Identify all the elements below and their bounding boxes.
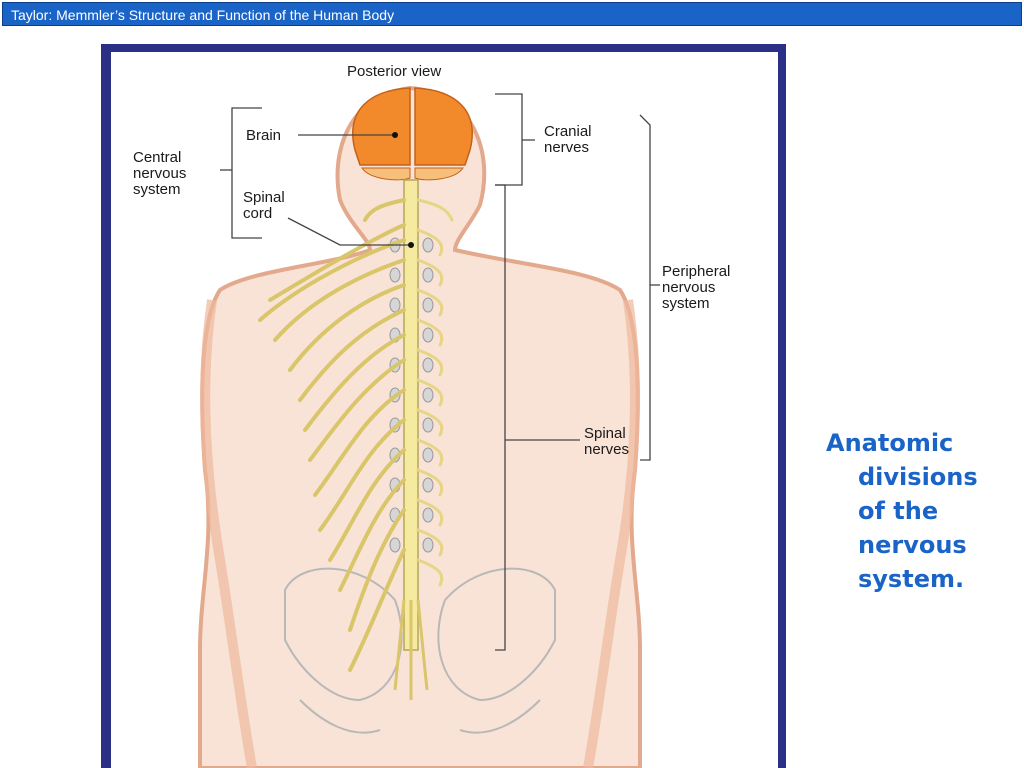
- spinal-nerves-label: nerves: [584, 441, 629, 458]
- left-arm-edge: [200, 299, 257, 768]
- brain-dot: [392, 132, 398, 138]
- hip-bone: [299, 699, 381, 734]
- spinal-cord-label: cord: [243, 205, 272, 222]
- pns-bracket: [639, 114, 651, 461]
- slide-header: Taylor: Memmler’s Structure and Function…: [0, 0, 1024, 32]
- pns-label: Peripheral: [662, 263, 730, 280]
- header-bar: Taylor: Memmler’s Structure and Function…: [2, 2, 1022, 26]
- cauda-equina: [393, 599, 429, 700]
- cns-bracket: [231, 107, 262, 239]
- caption-line: of the: [858, 497, 939, 525]
- caption-line: system.: [858, 565, 965, 593]
- pelvis-bone: [437, 567, 556, 702]
- caption-line: Anatomic: [826, 429, 954, 457]
- spinal-cord-dot: [408, 242, 414, 248]
- cns-label: system: [133, 181, 181, 198]
- spinal-cord-leader: [287, 217, 410, 246]
- cranial-bracket: [495, 93, 523, 186]
- brain: [352, 87, 473, 181]
- slide-title: Taylor: Memmler’s Structure and Function…: [11, 7, 395, 23]
- caption-line: divisions: [858, 463, 978, 491]
- cranial-nerves-label: nerves: [544, 139, 589, 156]
- brain-label: Brain: [246, 127, 281, 144]
- spinal-cord: [403, 179, 419, 651]
- spinal-nerves-left: [258, 198, 406, 672]
- spinal-nerves-right: [416, 198, 454, 587]
- cns-label: Central: [133, 149, 181, 166]
- cranial-nerves-label: Cranial: [544, 123, 592, 140]
- caption-line: nervous: [858, 531, 967, 559]
- spinal-cord-label: Spinal: [243, 189, 285, 206]
- right-arm-edge: [583, 299, 640, 768]
- spinal-nerves-bracket: [495, 184, 506, 651]
- pns-label: nervous: [662, 279, 715, 296]
- spinal-nerves-label: Spinal: [584, 425, 626, 442]
- hip-bone: [459, 699, 541, 734]
- pns-label: system: [662, 295, 710, 312]
- figure-caption: Anatomic divisions of the nervous system…: [826, 426, 1016, 596]
- cns-label: nervous: [133, 165, 186, 182]
- view-label: Posterior view: [347, 63, 441, 80]
